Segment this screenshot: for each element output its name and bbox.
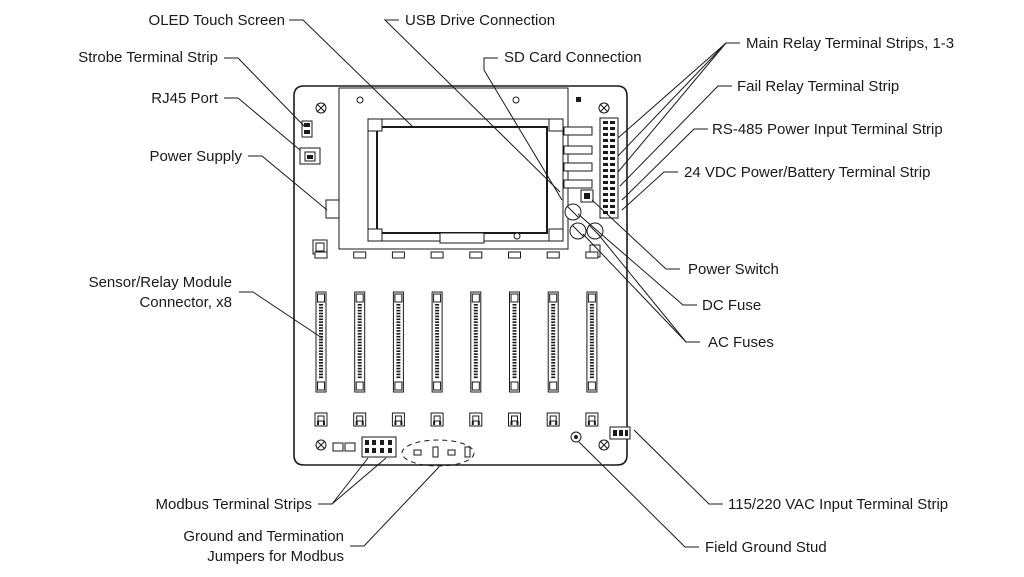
leader-lines: [224, 19, 740, 548]
module-key-connector: [585, 412, 599, 427]
module-key-connector: [391, 412, 405, 427]
label-ac-fuses: AC Fuses: [708, 334, 774, 351]
sensor-relay-module-connectors: [314, 251, 599, 393]
module-key-connector: [546, 412, 560, 427]
power-switch: [580, 189, 594, 203]
module-key-connector: [353, 412, 367, 427]
module-connector: [430, 251, 444, 393]
module-key-connector: [314, 412, 328, 427]
vac-input-terminal-strip: [609, 426, 631, 440]
module-connector: [508, 251, 521, 393]
label-rj45-port: RJ45 Port: [151, 90, 219, 107]
label-main-relay-terminal-strips: Main Relay Terminal Strips, 1-3: [746, 35, 954, 52]
label-dc-fuse: DC Fuse: [702, 297, 761, 314]
label-strobe-terminal-strip: Strobe Terminal Strip: [78, 49, 218, 66]
modbus-terminal-strips: [332, 436, 397, 458]
label-24vdc-power-battery: 24 VDC Power/Battery Terminal Strip: [684, 164, 930, 181]
module-connector: [585, 251, 599, 393]
main-board: [293, 85, 631, 467]
ac-fuses: [569, 222, 604, 258]
label-usb-drive-connection: USB Drive Connection: [405, 12, 555, 29]
callout-labels: OLED Touch Screen USB Drive Connection S…: [78, 12, 954, 565]
module-key-connector: [469, 412, 483, 427]
label-ground-termination-line1: Ground and Termination: [183, 528, 344, 545]
module-connector: [314, 251, 328, 393]
rj45-port: [299, 147, 321, 165]
label-rs485-power-input: RS-485 Power Input Terminal Strip: [712, 121, 943, 138]
power-supply: [312, 199, 340, 255]
dc-fuse: [564, 203, 582, 221]
module-connector: [546, 251, 560, 393]
label-sensor-relay-module-line1: Sensor/Relay Module: [89, 274, 232, 291]
label-modbus-terminal-strips: Modbus Terminal Strips: [156, 496, 312, 513]
label-oled-touch-screen: OLED Touch Screen: [149, 12, 285, 29]
module-key-connector: [430, 412, 444, 427]
strobe-terminal-strip: [301, 120, 313, 138]
label-sd-card-connection: SD Card Connection: [504, 49, 642, 66]
ground-termination-jumpers: [401, 439, 475, 467]
label-fail-relay-terminal-strip: Fail Relay Terminal Strip: [737, 78, 899, 95]
label-field-ground-stud: Field Ground Stud: [705, 539, 827, 556]
label-vac-input-terminal-strip: 115/220 VAC Input Terminal Strip: [728, 496, 948, 513]
oled-touch-screen: [338, 87, 581, 250]
mounting-screw-icons: [315, 102, 610, 451]
relay-terminal-strips: [599, 117, 619, 219]
label-sensor-relay-module-line2: Connector, x8: [139, 294, 232, 311]
field-ground-stud: [570, 431, 582, 443]
usb-sd-connectors: [563, 126, 593, 189]
label-power-supply: Power Supply: [149, 148, 242, 165]
module-key-connectors: [314, 412, 599, 427]
module-key-connector: [508, 412, 521, 427]
module-connector: [469, 251, 483, 393]
label-power-switch: Power Switch: [688, 261, 779, 278]
module-connector: [391, 251, 405, 393]
module-connector: [353, 251, 367, 393]
label-ground-termination-line2: Jumpers for Modbus: [207, 548, 344, 565]
